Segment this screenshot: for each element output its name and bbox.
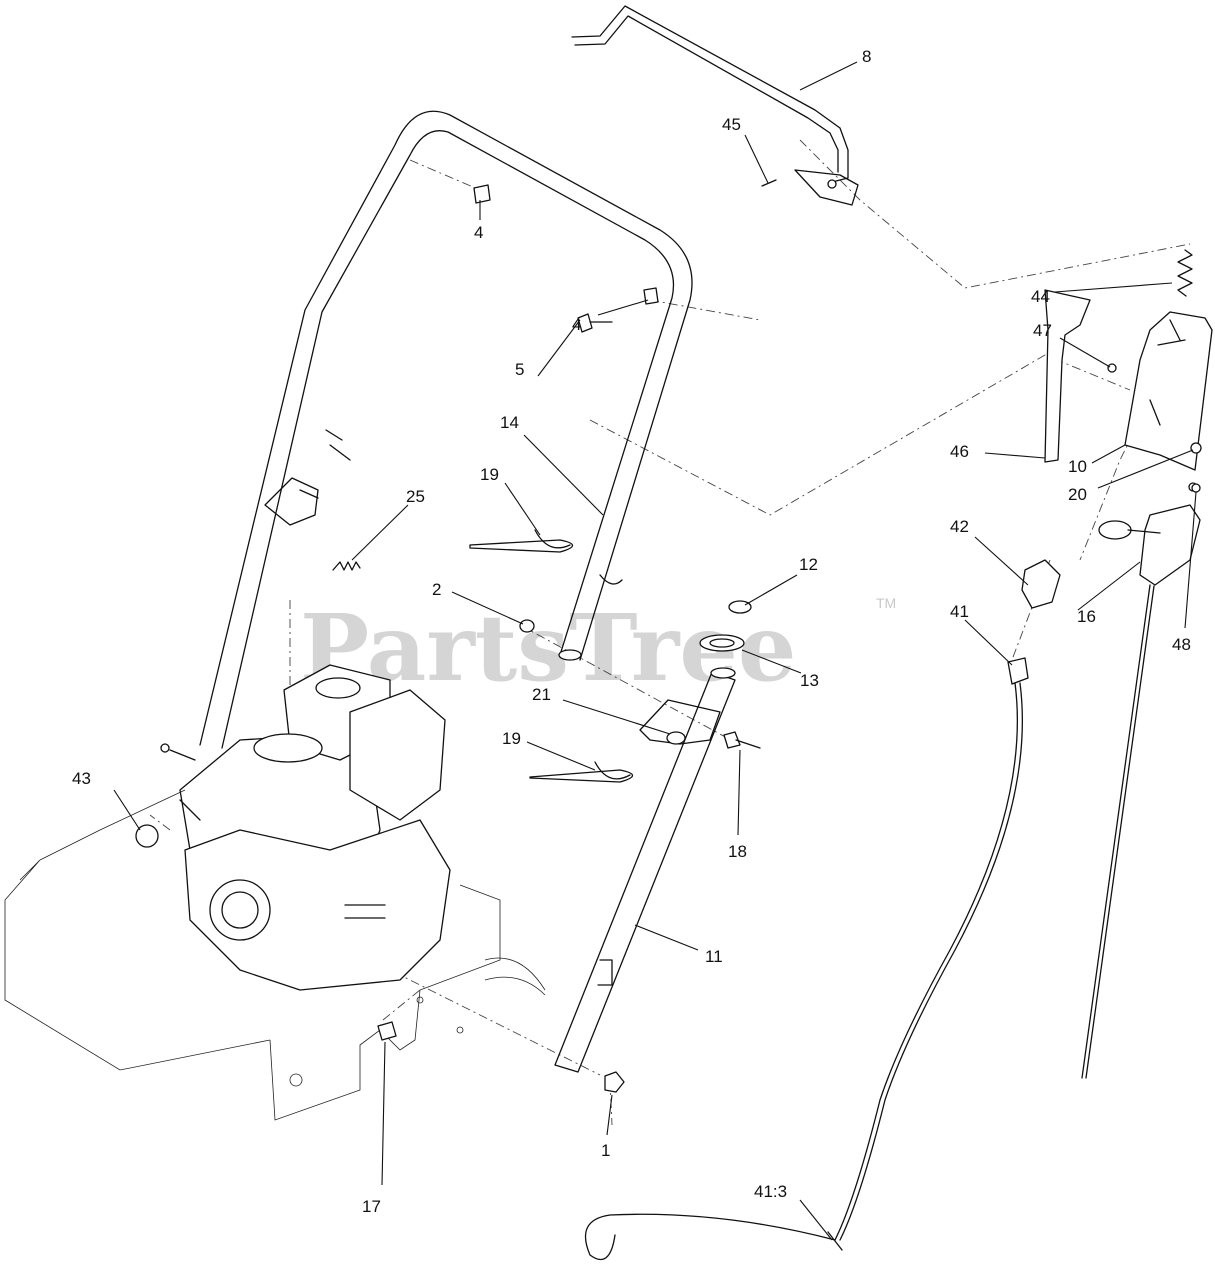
callout-44: 44: [1031, 287, 1050, 306]
upper-handle-part-14: [199, 110, 693, 749]
callout-25: 25: [406, 487, 425, 506]
callout-2: 2: [432, 580, 441, 599]
callout-14: 14: [500, 413, 519, 432]
callout-12: 12: [799, 555, 818, 574]
callout-43: 43: [72, 769, 91, 788]
hardware: [135, 179, 1202, 1093]
callout-16: 16: [1077, 607, 1096, 626]
callout-8: 8: [862, 47, 871, 66]
callout-48: 48: [1172, 635, 1191, 654]
spring-part-44: [1177, 249, 1193, 297]
callout-10: 10: [1068, 457, 1087, 476]
throttle-lever-part-16: [1081, 482, 1201, 1079]
callout-labels: 8 45 4 4 44 47 5 14 46 10 20 19 25 42 12…: [72, 47, 1191, 1216]
leader-lines: [113, 61, 1197, 1241]
callout-41: 41: [950, 602, 969, 621]
callout-4: 4: [572, 315, 581, 334]
watermark-trademark: TM: [876, 595, 896, 611]
engine: [160, 664, 451, 991]
switch-part-42: [1021, 559, 1061, 609]
callout-1: 1: [601, 1141, 610, 1160]
callout-41-3: 41:3: [754, 1182, 787, 1201]
lower-handle-part-11: [554, 667, 736, 1073]
callout-21: 21: [532, 685, 551, 704]
harness-part-41: [584, 657, 1029, 1261]
callout-19: 19: [480, 465, 499, 484]
control-bracket-part-10: [1044, 289, 1213, 471]
callout-47: 47: [1033, 321, 1052, 340]
callout-45: 45: [722, 115, 741, 134]
deck-frame: [4, 789, 546, 1121]
callout-4: 4: [474, 223, 483, 242]
callout-46: 46: [950, 442, 969, 461]
callout-13: 13: [800, 671, 819, 690]
callout-5: 5: [515, 360, 524, 379]
control-bar-part-8: [571, 5, 859, 206]
callout-20: 20: [1068, 485, 1087, 504]
callout-18: 18: [728, 842, 747, 861]
callout-19: 19: [502, 729, 521, 748]
callout-11: 11: [705, 947, 723, 966]
callout-42: 42: [950, 517, 969, 536]
callout-17: 17: [362, 1197, 381, 1216]
